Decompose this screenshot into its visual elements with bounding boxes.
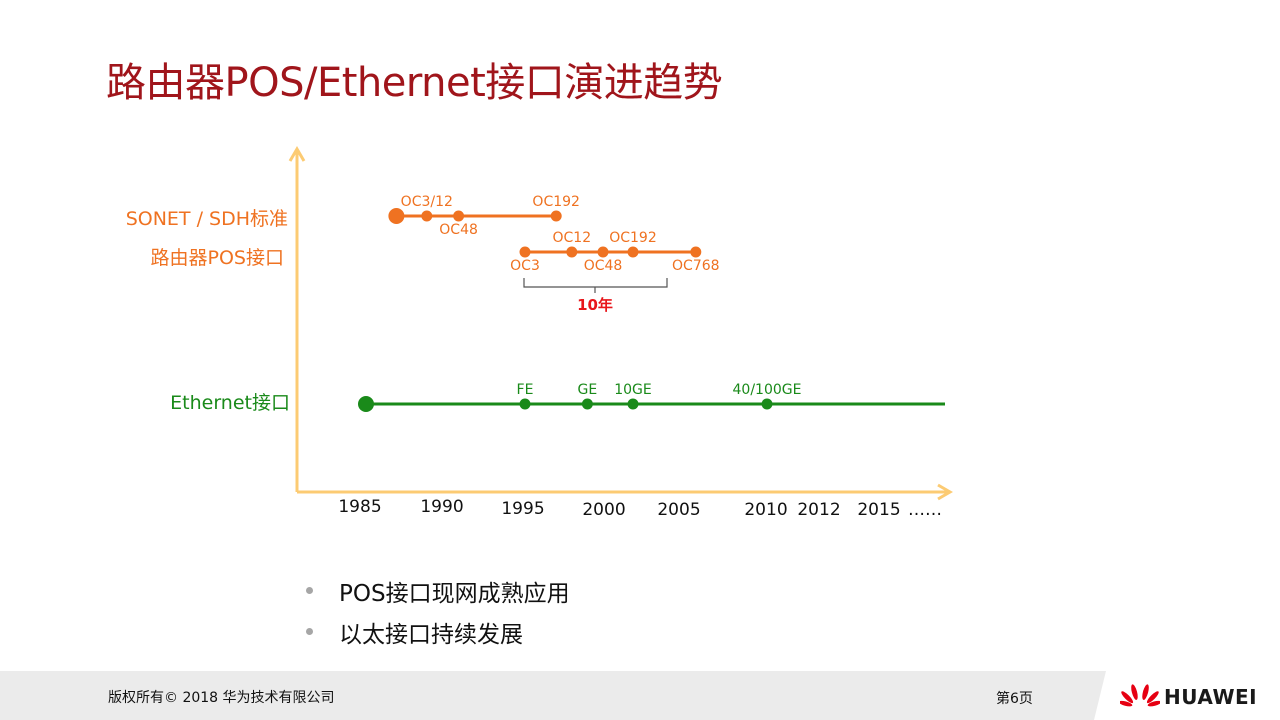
timeline-point: [597, 246, 609, 258]
timeline-point: [690, 246, 702, 258]
point-label: OC768: [672, 258, 720, 274]
timeline-point: [519, 246, 531, 258]
timeline-point: [550, 210, 562, 222]
point-label: OC3/12: [400, 194, 453, 210]
bullet-text: POS接口现网成熟应用: [339, 580, 570, 607]
brand-name: HUAWEI: [1164, 685, 1258, 709]
copyright-text: 版权所有© 2018 华为技术有限公司: [108, 690, 335, 706]
x-tick-label: 2010: [744, 500, 788, 520]
bullet-dot-icon: [306, 587, 313, 594]
bullet-list: POS接口现网成熟应用 以太接口持续发展: [306, 570, 570, 652]
page-number: 第6页: [996, 691, 1033, 707]
x-tick-label: 2005: [657, 500, 701, 520]
point-label: OC192: [532, 194, 580, 210]
timeline-point: [627, 246, 639, 258]
x-tick-label: 1990: [420, 497, 464, 517]
chart-axes: [288, 146, 953, 501]
footer-bar: [0, 671, 1280, 720]
x-tick-label: ……: [908, 500, 942, 520]
page-title: 路由器POS/Ethernet接口演进趋势: [106, 60, 723, 106]
timeline-point: [358, 396, 374, 412]
span-annotation-label: 10年: [577, 296, 613, 314]
x-axis-arrow: [937, 483, 953, 501]
row-label-pos: 路由器POS接口: [150, 247, 284, 269]
span-bracket-line: [523, 278, 668, 293]
point-label: FE: [516, 382, 534, 398]
point-label: OC48: [583, 258, 623, 274]
timeline-point: [627, 398, 639, 410]
timeline-point: [581, 398, 593, 410]
bullet-dot-icon: [306, 628, 313, 635]
x-tick-label: 2012: [797, 500, 841, 520]
x-tick-label: 1985: [338, 497, 382, 517]
x-tick-label: 2000: [582, 500, 626, 520]
row-label-sonet: SONET / SDH标准: [125, 208, 288, 230]
point-label: OC12: [552, 230, 592, 246]
timeline-point: [761, 398, 773, 410]
timeline-point: [566, 246, 578, 258]
point-label: 40/100GE: [732, 382, 802, 398]
span-bracket: [523, 278, 668, 293]
bullet-text: 以太接口持续发展: [339, 621, 523, 648]
series-layer: [358, 208, 945, 412]
timeline-point: [388, 208, 405, 224]
point-label: GE: [577, 382, 598, 398]
huawei-logo-icon: [1120, 684, 1160, 707]
y-axis-arrow: [288, 146, 306, 162]
point-label: OC3: [510, 258, 540, 274]
timeline-point: [519, 398, 531, 410]
bullet-item: POS接口现网成熟应用: [306, 570, 570, 611]
timeline-point: [421, 210, 433, 222]
bullet-item: 以太接口持续发展: [306, 611, 570, 652]
timeline-point: [453, 210, 465, 222]
point-label: OC192: [609, 230, 657, 246]
timeline-chart: [288, 146, 953, 501]
x-tick-label: 1995: [501, 499, 545, 519]
x-tick-label: 2015: [857, 500, 901, 520]
point-label: 10GE: [614, 382, 652, 398]
huawei-logo-petals: [1120, 684, 1160, 707]
row-label-ethernet: Ethernet接口: [170, 392, 290, 414]
point-label: OC48: [439, 222, 478, 238]
